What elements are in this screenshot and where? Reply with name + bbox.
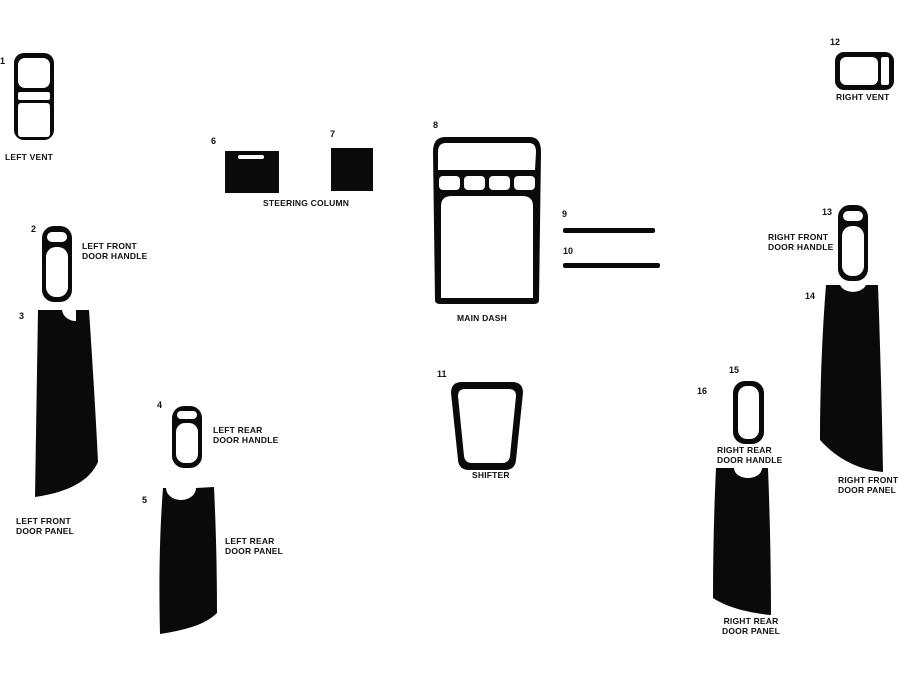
label-line-2: DOOR PANEL: [16, 526, 75, 536]
piece-13-right-front-door-handle: [838, 205, 868, 281]
label-line-2: DOOR PANEL: [225, 546, 284, 556]
label-line-1: RIGHT REAR: [717, 445, 772, 455]
label-right-rear-door-panel: RIGHT REAR DOOR PANEL: [722, 616, 780, 636]
label-line-1: LEFT FRONT: [16, 516, 71, 526]
label-line-2: DOOR HANDLE: [213, 435, 279, 445]
label-line-2: DOOR HANDLE: [717, 455, 783, 465]
label-line-2: DOOR PANEL: [838, 485, 897, 495]
piece-number-16: 16: [697, 386, 708, 396]
label-shifter: SHIFTER: [472, 470, 510, 480]
piece-10-trim-strip: [563, 263, 660, 268]
piece-number-15: 15: [729, 365, 740, 375]
piece-4-left-rear-door-handle: [172, 406, 202, 468]
piece-14-right-front-door-panel: [820, 285, 883, 472]
label-right-vent: RIGHT VENT: [836, 92, 890, 102]
label-line-1: LEFT REAR: [213, 425, 263, 435]
piece-number-4: 4: [157, 400, 163, 410]
label-line-2: DOOR HANDLE: [82, 251, 148, 261]
label-left-vent: LEFT VENT: [5, 152, 54, 162]
label-steering-column: STEERING COLUMN: [263, 198, 350, 208]
label-line-1: LEFT FRONT: [82, 241, 137, 251]
piece-12-right-vent: [835, 52, 894, 90]
label-left-front-door-handle: LEFT FRONT DOOR HANDLE: [82, 241, 147, 261]
piece-number-12: 12: [830, 37, 841, 47]
piece-number-6: 6: [211, 136, 217, 146]
label-line-1: RIGHT FRONT: [768, 232, 829, 242]
piece-number-2: 2: [31, 224, 37, 234]
piece-number-7: 7: [330, 129, 336, 139]
piece-2-left-front-door-handle: [42, 226, 72, 302]
piece-3-left-front-door-panel: [35, 310, 98, 497]
piece-number-11: 11: [437, 369, 447, 379]
piece-number-5: 5: [142, 495, 148, 505]
piece-number-13: 13: [822, 207, 833, 217]
label-line-2: DOOR PANEL: [722, 626, 781, 636]
piece-9-trim-strip: [563, 228, 655, 233]
piece-16-right-rear-door-panel: [713, 468, 771, 615]
label-line-1: LEFT REAR: [225, 536, 275, 546]
label-left-rear-door-panel: LEFT REAR DOOR PANEL: [225, 536, 283, 556]
label-left-rear-door-handle: LEFT REAR DOOR HANDLE: [213, 425, 278, 445]
label-left-front-door-panel: LEFT FRONT DOOR PANEL: [16, 516, 74, 536]
piece-number-8: 8: [433, 120, 439, 130]
piece-5-left-rear-door-panel: [159, 487, 217, 634]
piece-6-steering-column: [225, 151, 279, 193]
piece-11-shifter: [451, 382, 523, 470]
label-right-rear-door-handle: RIGHT REAR DOOR HANDLE: [717, 445, 782, 465]
piece-number-3: 3: [19, 311, 25, 321]
label-line-2: DOOR HANDLE: [768, 242, 834, 252]
label-right-front-door-handle: RIGHT FRONT DOOR HANDLE: [768, 232, 833, 252]
label-main-dash: MAIN DASH: [457, 313, 507, 323]
piece-7-steering-column: [331, 148, 373, 191]
piece-number-14: 14: [805, 291, 816, 301]
label-line-1: RIGHT FRONT: [838, 475, 899, 485]
piece-number-9: 9: [562, 209, 568, 219]
piece-number-1: 1: [0, 56, 6, 66]
piece-15-right-rear-door-handle: [733, 381, 764, 444]
label-line-1: RIGHT REAR: [723, 616, 779, 626]
piece-8-main-dash: [433, 137, 541, 304]
piece-1-left-vent: [14, 53, 54, 140]
label-right-front-door-panel: RIGHT FRONT DOOR PANEL: [838, 475, 898, 495]
piece-number-10: 10: [563, 246, 574, 256]
